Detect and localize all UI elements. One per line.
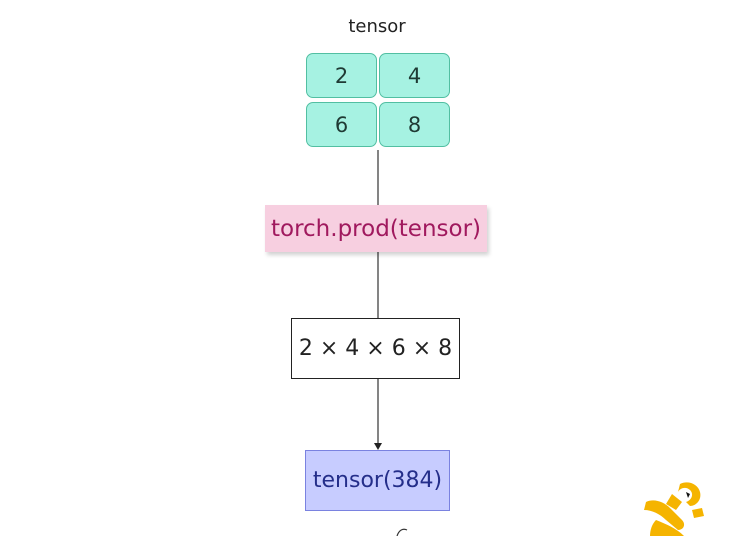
tensor-cell: 2: [306, 53, 377, 98]
result-box: tensor(384): [305, 450, 450, 511]
tensor-cell: 8: [379, 102, 450, 147]
computation-box: 2 × 4 × 6 × 8: [291, 318, 460, 379]
mascot-logo-icon: [644, 482, 704, 536]
arrowhead: [374, 443, 382, 450]
tensor-cell: 4: [379, 53, 450, 98]
operation-box: torch.prod(tensor): [265, 205, 487, 252]
tensor-label: tensor: [348, 16, 406, 37]
cropped-mark: [396, 528, 408, 536]
tensor-cell: 6: [306, 102, 377, 147]
